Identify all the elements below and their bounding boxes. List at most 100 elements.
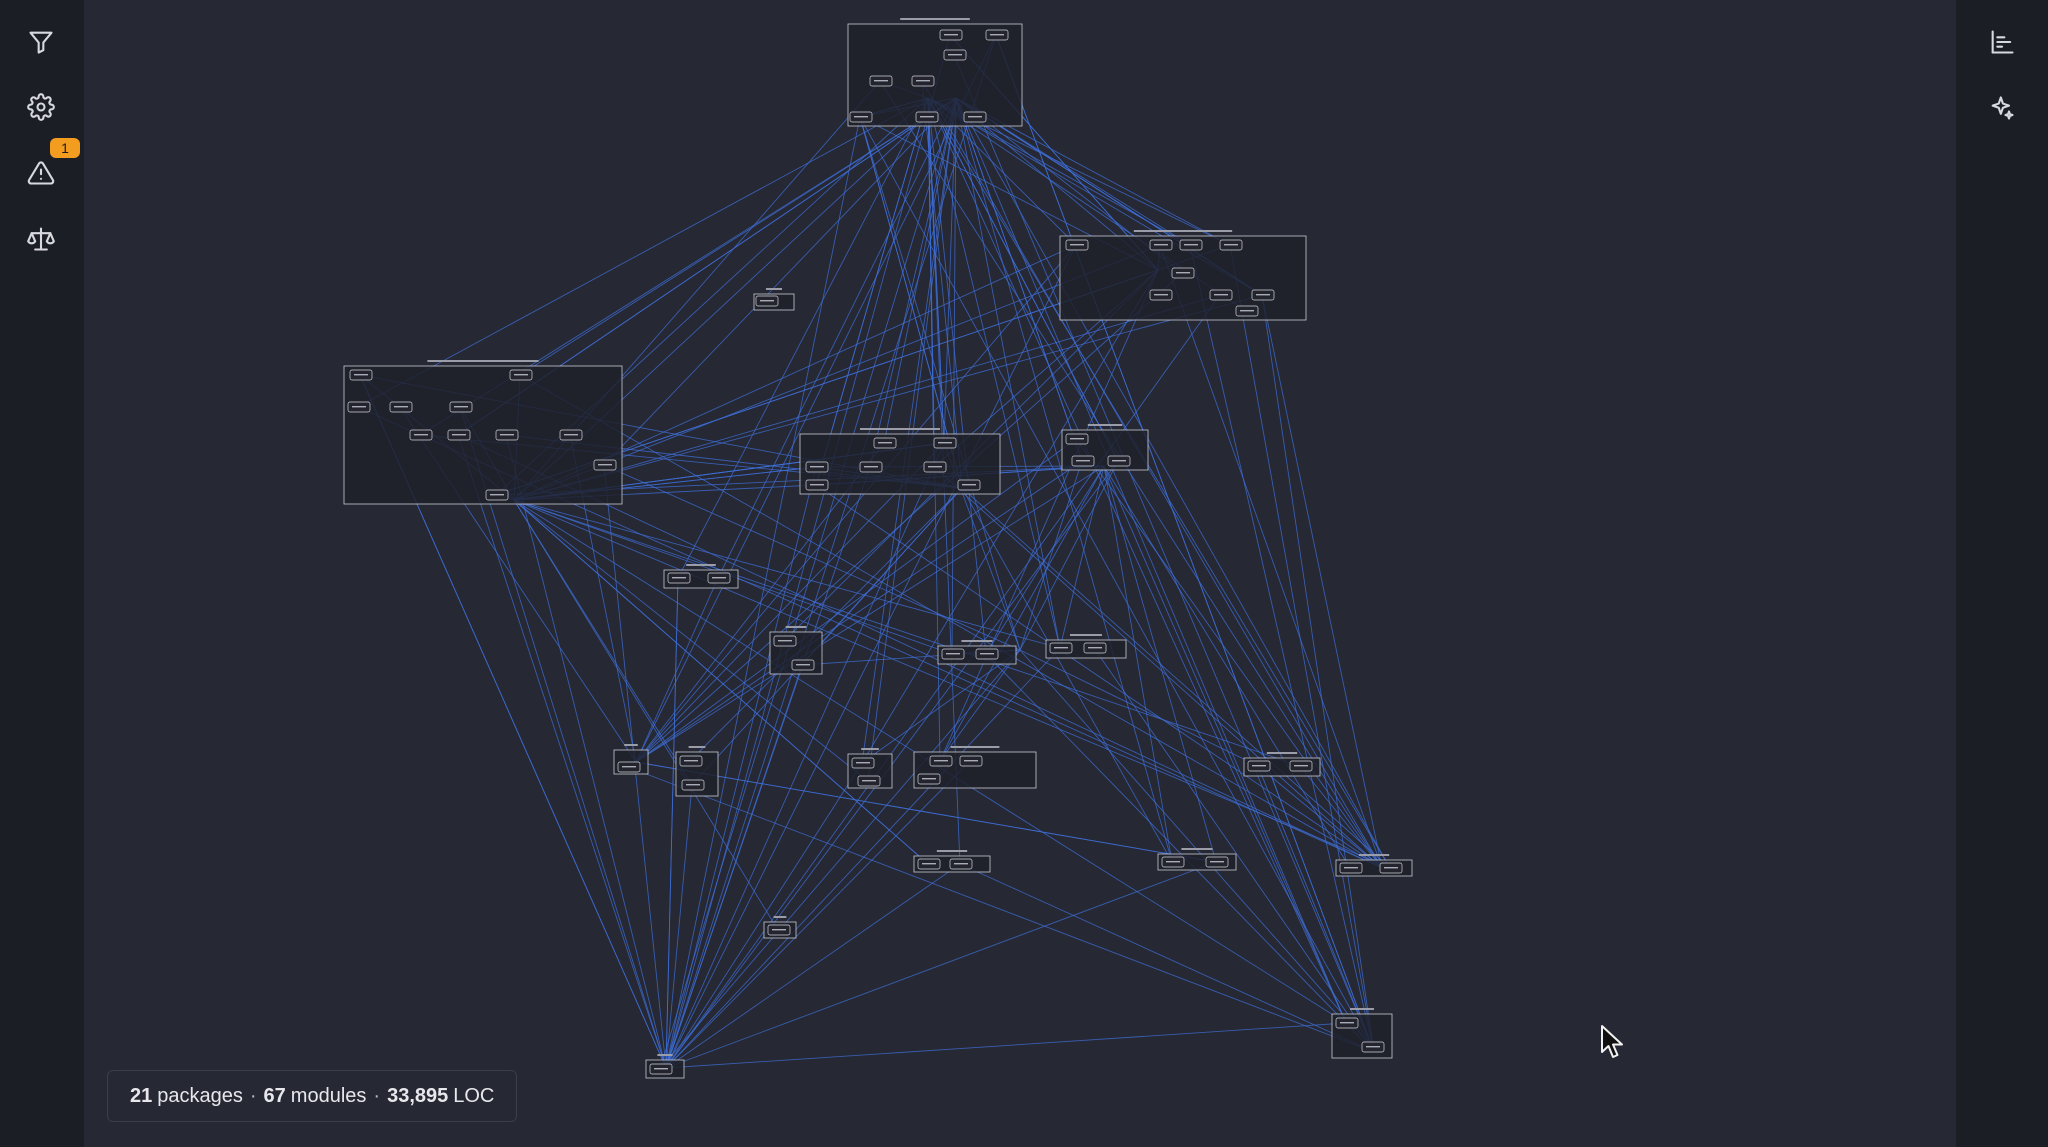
- dependency-edge: [665, 34, 951, 1069]
- module-label-mark: [654, 1068, 668, 1070]
- package-group[interactable]: [847, 748, 893, 789]
- package-group[interactable]: [769, 626, 823, 675]
- module-label-mark: [1070, 244, 1084, 246]
- module-label-mark: [354, 374, 368, 376]
- dependency-edge: [883, 97, 957, 444]
- dependency-edge: [1159, 244, 1383, 869]
- module-label-mark: [864, 466, 878, 468]
- package-group[interactable]: [847, 18, 1023, 127]
- dependency-edge: [665, 294, 1221, 1069]
- package-title-mark: [1070, 634, 1102, 636]
- dependency-edge: [513, 499, 869, 782]
- dependency-edge: [627, 766, 1375, 1053]
- dependency-edge: [677, 97, 929, 579]
- dependency-edge: [665, 1022, 1347, 1069]
- dependency-edge: [1093, 647, 1375, 1053]
- package-title-mark: [861, 748, 879, 750]
- package-title-mark: [1133, 230, 1233, 232]
- module-label-mark: [1210, 861, 1224, 863]
- dependency-graph[interactable]: [84, 0, 1956, 1147]
- module-label-mark: [1184, 244, 1198, 246]
- dependency-edge: [665, 244, 1077, 1069]
- package-title-mark: [1358, 854, 1390, 856]
- dependency-edge: [961, 487, 1391, 869]
- package-group[interactable]: [913, 746, 1037, 789]
- dependency-edge: [665, 466, 871, 1069]
- ai-assistant-button[interactable]: [1980, 86, 2024, 130]
- package-group[interactable]: [1331, 1008, 1393, 1059]
- dependency-edge: [665, 784, 693, 1069]
- module-label-mark: [878, 442, 892, 444]
- mouse-pointer-icon: [1601, 1025, 1623, 1058]
- package-group[interactable]: [1059, 230, 1307, 321]
- licenses-button[interactable]: [19, 217, 63, 261]
- module-label-mark: [922, 863, 936, 865]
- package-group[interactable]: [1243, 752, 1321, 777]
- dependency-edge: [939, 269, 1159, 762]
- dependency-edge: [635, 460, 1083, 763]
- package-group[interactable]: [937, 640, 1017, 665]
- package-group[interactable]: [645, 1054, 685, 1079]
- dependency-edge: [505, 434, 667, 1069]
- package-group[interactable]: [1157, 848, 1237, 871]
- package-group[interactable]: [1061, 424, 1149, 471]
- dependency-edge: [635, 438, 1077, 763]
- package-title-mark: [657, 1054, 673, 1056]
- module-label-mark: [394, 406, 408, 408]
- package-group[interactable]: [675, 746, 719, 797]
- dependency-edge: [1103, 465, 1347, 1024]
- dependency-edge: [927, 97, 987, 655]
- dependency-edge: [995, 34, 1375, 1053]
- dependency-edge: [985, 465, 1105, 655]
- package-box[interactable]: [847, 23, 1023, 127]
- dependency-edge: [861, 269, 1159, 764]
- dependency-edge: [1075, 438, 1383, 869]
- package-group[interactable]: [343, 360, 623, 505]
- package-group[interactable]: [913, 850, 991, 873]
- dependency-edge: [513, 294, 1221, 501]
- packages-count: 21: [130, 1084, 153, 1107]
- filter-icon: [29, 31, 53, 54]
- dependency-edge: [689, 487, 963, 762]
- dependency-edge: [717, 97, 957, 579]
- package-group[interactable]: [663, 564, 739, 589]
- dependency-graph-canvas[interactable]: [84, 0, 1956, 1147]
- package-group[interactable]: [763, 916, 797, 939]
- package-group[interactable]: [799, 428, 1001, 495]
- metrics-button[interactable]: [1980, 20, 2024, 64]
- package-title-mark: [785, 626, 807, 628]
- package-group[interactable]: [613, 744, 649, 775]
- package-title-mark: [427, 360, 539, 362]
- dependency-edge: [1257, 765, 1375, 1053]
- dependency-edge: [635, 34, 997, 763]
- package-group[interactable]: [753, 288, 795, 311]
- settings-button[interactable]: [19, 85, 63, 129]
- dependency-edge: [627, 465, 1105, 768]
- dependency-edge: [933, 466, 1383, 869]
- warnings-button[interactable]: [19, 151, 63, 195]
- package-title-mark: [860, 428, 940, 430]
- module-label-mark: [1076, 460, 1090, 462]
- dependency-edge: [927, 97, 1391, 869]
- module-label-mark: [1384, 867, 1398, 869]
- package-title-mark: [961, 640, 993, 642]
- dependency-edge: [921, 80, 963, 489]
- dependency-edge: [939, 649, 1021, 762]
- module-label-mark: [1344, 867, 1358, 869]
- gear-icon: [27, 93, 55, 121]
- module-label-mark: [1252, 765, 1266, 767]
- dependency-edge: [955, 97, 1061, 649]
- filter-button[interactable]: [19, 20, 63, 64]
- dependency-edge: [665, 466, 817, 1069]
- package-group[interactable]: [1045, 634, 1127, 659]
- package-title-mark: [686, 564, 716, 566]
- package-group[interactable]: [1335, 854, 1413, 877]
- dependency-edge: [879, 80, 1383, 869]
- module-label-mark: [948, 54, 962, 56]
- package-title-mark: [900, 18, 970, 20]
- module-label-mark: [810, 484, 824, 486]
- module-label-mark: [1154, 244, 1168, 246]
- dependency-edge: [1257, 765, 1383, 869]
- module-label-mark: [1256, 294, 1270, 296]
- dependency-edges: [357, 34, 1391, 1070]
